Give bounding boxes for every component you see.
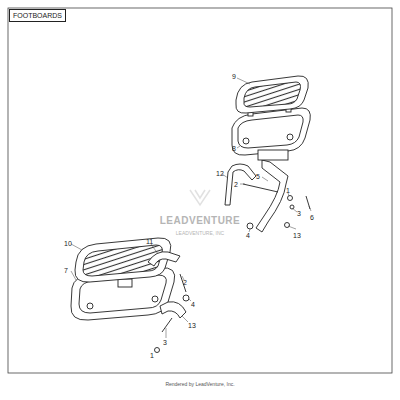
footer-note: Rendered by LeadVenture, Inc. [165,382,234,387]
callout-number: 2 [234,181,238,188]
callout-number: 8 [232,145,236,152]
callout-number: 9 [232,73,236,80]
callout-number: 11 [146,238,153,245]
callout-number: 6 [310,214,314,221]
callout-number: 3 [297,210,301,217]
callout-number: 7 [64,267,68,274]
watermark: LEADVENTURE, INC [176,231,224,236]
callout-number: 5 [256,173,260,180]
diagram-title: FOOTBOARDS [9,9,66,22]
callout-number: 2 [183,279,187,286]
callout-number: 1 [150,352,154,359]
watermark-logo [190,190,210,205]
callout-number: 13 [188,322,196,329]
left-footboard [71,238,189,353]
callout-number: 4 [191,301,195,308]
right-footboard [225,76,310,232]
leader-lines [71,78,311,353]
frame [8,8,392,373]
callout-number: 13 [293,232,301,239]
callout-number: 3 [163,339,167,346]
callout-number: 10 [64,240,72,247]
callout-number: 1 [286,187,290,194]
watermark: LEADVENTURE [160,216,241,226]
callout-number: 12 [216,170,224,177]
callout-number: 4 [246,232,250,239]
